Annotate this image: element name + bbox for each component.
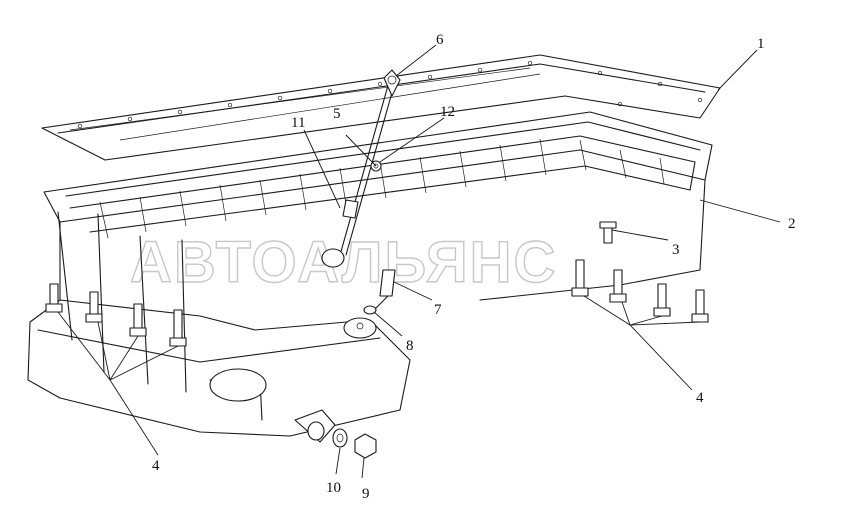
long-bolts-right — [571, 259, 709, 323]
callout-7: 7 — [434, 302, 442, 318]
callout-9: 9 — [362, 486, 370, 502]
watermark-text: АВТОАЛЬЯНС — [130, 230, 557, 295]
callout-2: 2 — [788, 216, 796, 232]
callout-5: 5 — [333, 106, 341, 122]
callout-1: 1 — [757, 36, 765, 52]
long-bolts-left — [45, 283, 187, 347]
dipstick-assembly — [321, 69, 401, 268]
gasket — [41, 54, 721, 161]
leader-lines — [57, 44, 781, 479]
washer — [332, 428, 348, 448]
pipe-fitting — [375, 269, 396, 309]
callout-11: 11 — [291, 115, 305, 131]
drain-plug — [354, 433, 377, 459]
callout-8: 8 — [406, 338, 414, 354]
callout-4-right: 4 — [696, 390, 704, 406]
seal-ring — [363, 305, 377, 315]
callouts: 1 2 3 4 4 5 6 7 8 9 10 11 12 — [152, 32, 796, 502]
callout-10: 10 — [326, 480, 341, 496]
callout-6: 6 — [436, 32, 444, 48]
callout-3: 3 — [672, 242, 680, 258]
flange-bolts — [599, 221, 617, 244]
callout-4-left: 4 — [152, 458, 160, 474]
callout-12: 12 — [440, 104, 455, 120]
